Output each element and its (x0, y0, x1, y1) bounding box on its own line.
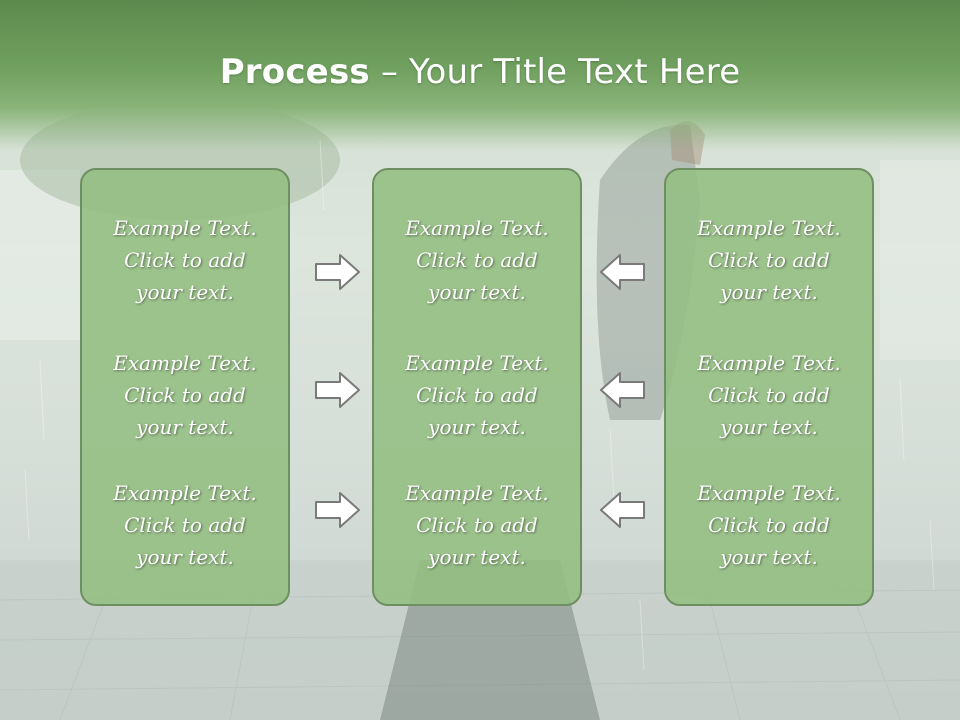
text-line: Example Text. (697, 481, 841, 505)
text-block[interactable]: Example Text. Click to add your text. (374, 477, 580, 573)
text-line: Example Text. (405, 216, 549, 240)
text-line: Click to add (124, 513, 246, 537)
text-line: your text. (136, 280, 234, 304)
text-block[interactable]: Example Text. Click to add your text. (82, 477, 288, 573)
text-block[interactable]: Example Text. Click to add your text. (82, 347, 288, 443)
text-line: Click to add (416, 248, 538, 272)
text-block[interactable]: Example Text. Click to add your text. (82, 212, 288, 308)
text-line: Click to add (708, 513, 830, 537)
text-block[interactable]: Example Text. Click to add your text. (374, 212, 580, 308)
slide-title[interactable]: Process – Your Title Text Here (0, 52, 960, 92)
text-line: Click to add (708, 248, 830, 272)
text-line: Example Text. (697, 351, 841, 375)
left-arrow-icon (600, 492, 645, 528)
text-block[interactable]: Example Text. Click to add your text. (374, 347, 580, 443)
text-block[interactable]: Example Text. Click to add your text. (666, 477, 872, 573)
text-line: your text. (136, 545, 234, 569)
text-block[interactable]: Example Text. Click to add your text. (666, 212, 872, 308)
title-banner (0, 0, 960, 150)
process-panel-center[interactable]: Example Text. Click to add your text. Ex… (372, 168, 582, 606)
text-line: Example Text. (113, 216, 257, 240)
title-bold: Process (219, 52, 370, 92)
text-line: Click to add (416, 513, 538, 537)
right-arrow-icon (315, 254, 360, 290)
text-line: Example Text. (405, 351, 549, 375)
text-line: Click to add (416, 383, 538, 407)
text-line: Click to add (708, 383, 830, 407)
text-line: Example Text. (113, 481, 257, 505)
text-line: your text. (428, 280, 526, 304)
title-rest: – Your Title Text Here (369, 52, 741, 92)
text-line: your text. (720, 280, 818, 304)
text-line: your text. (428, 415, 526, 439)
text-block[interactable]: Example Text. Click to add your text. (666, 347, 872, 443)
text-line: your text. (720, 545, 818, 569)
process-panel-right[interactable]: Example Text. Click to add your text. Ex… (664, 168, 874, 606)
process-panel-left[interactable]: Example Text. Click to add your text. Ex… (80, 168, 290, 606)
text-line: Click to add (124, 383, 246, 407)
right-arrow-icon (315, 492, 360, 528)
right-arrow-icon (315, 372, 360, 408)
text-line: your text. (720, 415, 818, 439)
text-line: Example Text. (405, 481, 549, 505)
text-line: Click to add (124, 248, 246, 272)
text-line: your text. (428, 545, 526, 569)
left-arrow-icon (600, 372, 645, 408)
text-line: Example Text. (113, 351, 257, 375)
text-line: your text. (136, 415, 234, 439)
text-line: Example Text. (697, 216, 841, 240)
left-arrow-icon (600, 254, 645, 290)
